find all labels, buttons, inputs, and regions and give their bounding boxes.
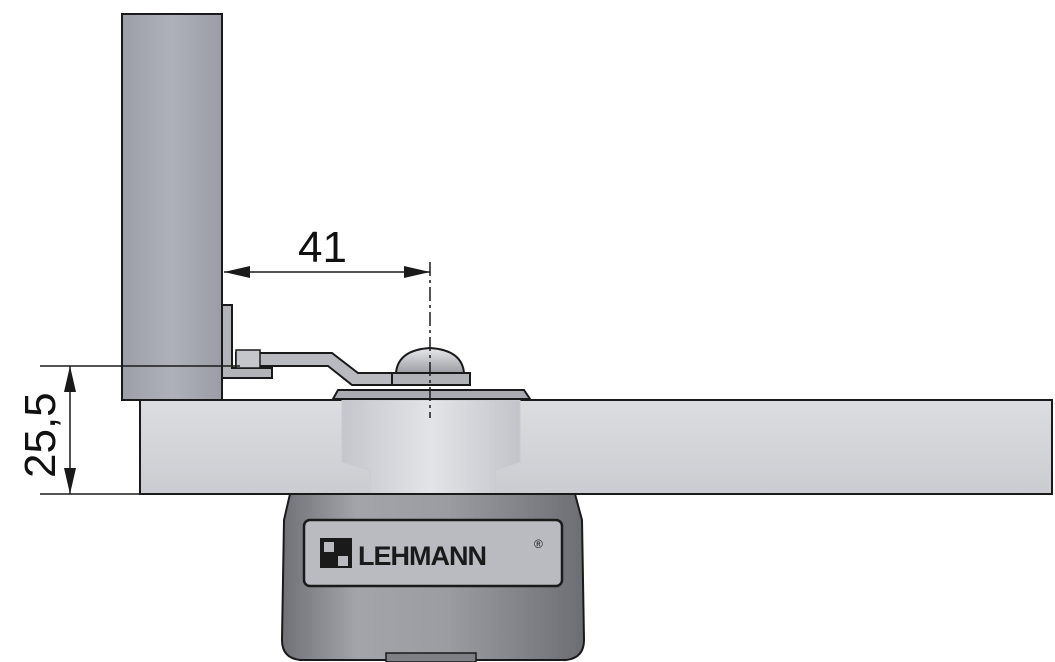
logo-icon (320, 538, 352, 568)
washer-plate (331, 389, 532, 400)
panel-bracket (221, 304, 273, 379)
bracket-tab (235, 349, 261, 369)
dimension-label-41: 41 (298, 223, 347, 272)
base-board (139, 399, 1053, 495)
arrowhead-right (404, 266, 430, 278)
arrowhead-left (224, 266, 250, 278)
dimension-label-25-5: 25,5 (16, 392, 65, 478)
logo-registered-mark: ® (534, 537, 543, 551)
arrowhead-bottom (64, 468, 76, 494)
side-panel (121, 13, 223, 401)
screw-nut (391, 372, 471, 386)
arrowhead-top (64, 366, 76, 392)
logo-wordmark: LEHMANN (358, 541, 486, 571)
housing-slot (385, 652, 477, 662)
logo-badge (302, 518, 564, 588)
